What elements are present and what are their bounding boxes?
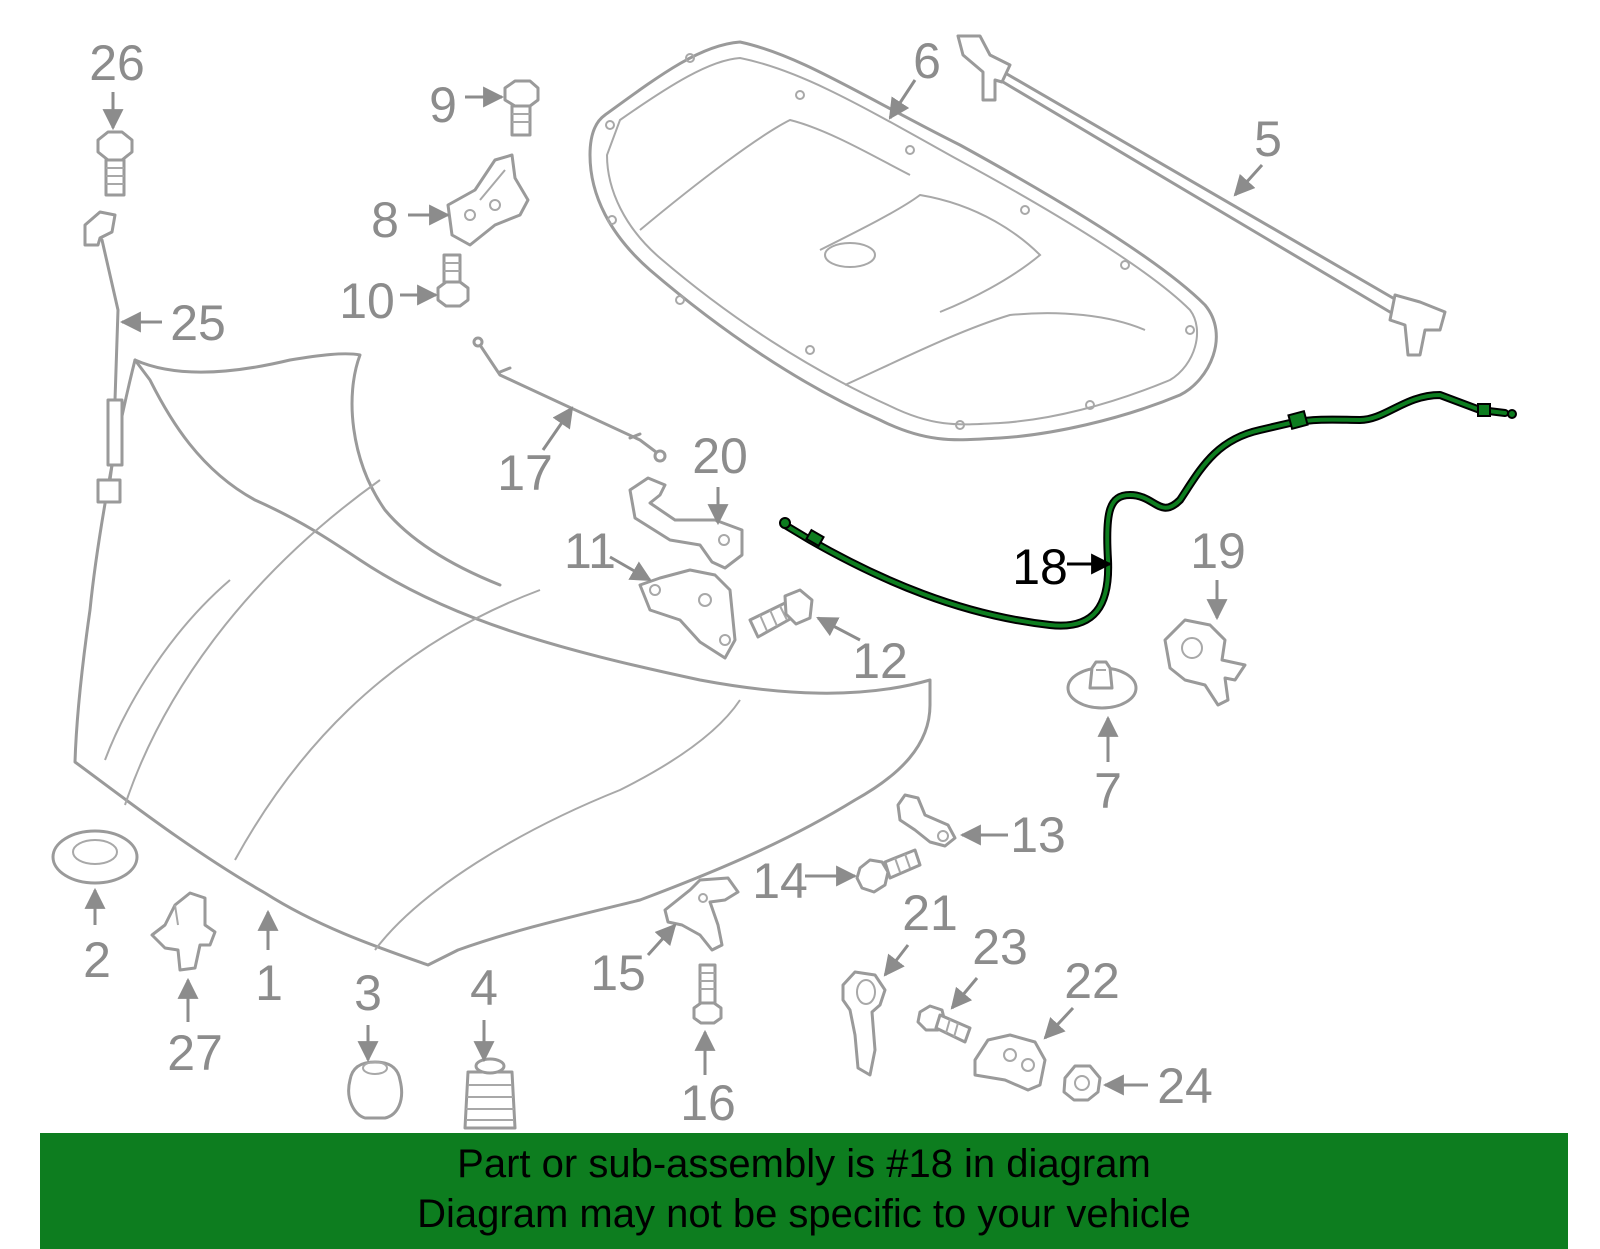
lever-21-part	[841, 970, 887, 1077]
callout-19: 19	[1190, 523, 1246, 579]
bolt-9-part	[503, 79, 540, 137]
callout-17: 17	[497, 445, 553, 501]
callout-12: 12	[852, 633, 908, 689]
callout-24: 24	[1157, 1058, 1213, 1114]
latch-bracket-11-part	[638, 568, 737, 660]
callout-7: 7	[1094, 763, 1122, 819]
bumper-3-part	[347, 1060, 404, 1120]
callout-1: 1	[255, 955, 283, 1011]
info-banner: Part or sub-assembly is #18 in diagram D…	[40, 1133, 1568, 1249]
bolt-23-part	[916, 1004, 972, 1044]
callout-9: 9	[429, 77, 457, 133]
callout-18: 18	[1012, 539, 1068, 595]
callout-2: 2	[83, 932, 111, 988]
callout-15: 15	[590, 945, 646, 1001]
hood-insulator-part	[588, 40, 1218, 442]
callout-16: 16	[680, 1075, 736, 1131]
hood-stay-25-part	[83, 210, 124, 504]
callout-6: 6	[913, 33, 941, 89]
callout-11: 11	[564, 523, 616, 579]
bolt-12-part	[748, 588, 814, 639]
hinge-8-part	[446, 153, 530, 247]
callout-26: 26	[89, 35, 145, 91]
bracket-20-part	[628, 476, 744, 570]
callout-25: 25	[170, 295, 226, 351]
banner-disclaimer-line: Diagram may not be specific to your vehi…	[417, 1192, 1191, 1236]
seal-clip-7-part	[1066, 660, 1138, 710]
hood-release-cable-18-part	[779, 391, 1517, 630]
callout-21: 21	[902, 885, 958, 941]
weatherstrip-part	[956, 34, 1447, 357]
callout-10: 10	[339, 273, 395, 329]
callout-5: 5	[1254, 111, 1282, 167]
callout-4: 4	[470, 960, 498, 1016]
callout-14: 14	[752, 853, 808, 909]
striker-13-part	[896, 793, 957, 848]
banner-part-line: Part or sub-assembly is #18 in diagram	[457, 1142, 1151, 1186]
release-rod-17-part	[472, 336, 667, 463]
hood-part	[73, 352, 932, 967]
bolt-26-part	[96, 130, 134, 197]
callout-3: 3	[354, 965, 382, 1021]
callout-13: 13	[1010, 807, 1066, 863]
diagram-canvas: 26 25 9 8 10 6 5 17 20 11 12 18 19 7 13 …	[51, 33, 1517, 1131]
leader-lines	[84, 79, 1264, 1096]
latch-19-part	[1163, 618, 1247, 707]
grommet-2-part	[51, 829, 139, 885]
callout-22: 22	[1064, 953, 1120, 1009]
bracket-15-part	[663, 876, 740, 952]
bolt-16-part	[692, 963, 723, 1025]
bumper-4-part	[463, 1057, 517, 1130]
latch-22-part	[973, 1033, 1047, 1092]
callout-27: 27	[167, 1025, 223, 1081]
callout-23: 23	[972, 919, 1028, 975]
callout-8: 8	[371, 192, 399, 248]
bolt-10-part	[436, 253, 470, 308]
callout-labels: 26 25 9 8 10 6 5 17 20 11 12 18 19 7 13 …	[83, 33, 1282, 1131]
callout-20: 20	[692, 428, 748, 484]
nut-24-part	[1062, 1064, 1102, 1102]
bolt-14-part	[855, 848, 922, 894]
clip-27-part	[150, 891, 217, 972]
